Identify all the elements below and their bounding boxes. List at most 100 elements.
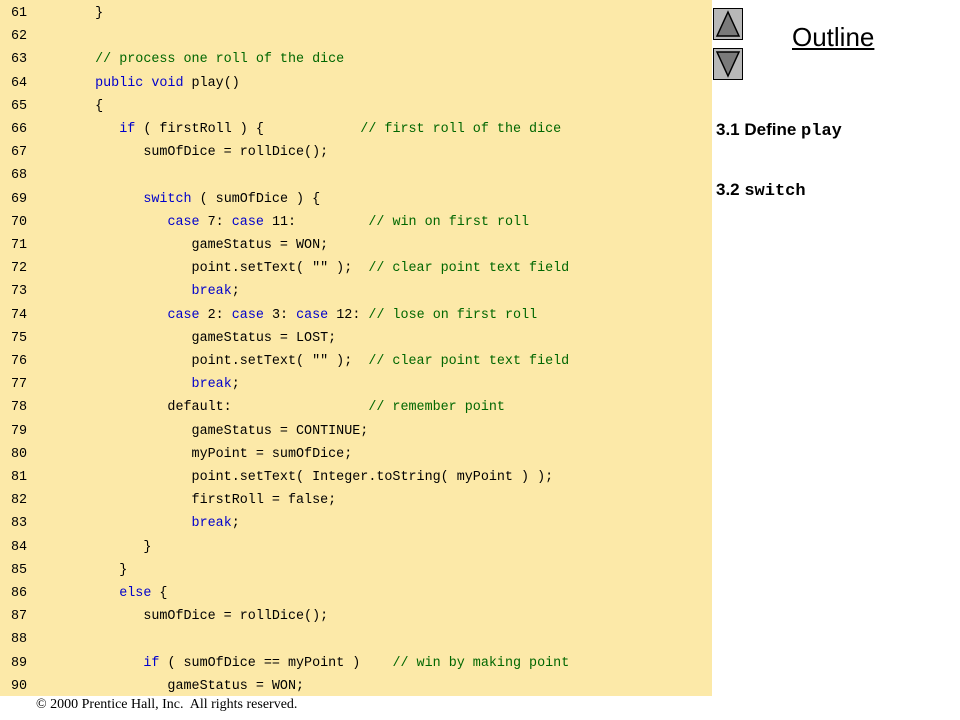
code-comment: // first roll of the dice [360,122,562,137]
code-line: 62 [0,25,712,48]
code-comment: // clear point text field [368,261,570,277]
code-text: if ( firstRoll ) { // first roll of the … [71,118,561,141]
code-keyword: switch [143,191,192,207]
code-line: 90 gameStatus = WON; [0,675,712,698]
code-keyword: break [191,284,232,300]
outline-item-prefix: 3.1 Define [716,120,802,139]
code-text: case 2: case 3: case 12: // lose on firs… [71,304,537,327]
code-line: 87 sumOfDice = rollDice(); [0,605,712,628]
code-token [71,377,192,392]
code-token [71,516,192,531]
code-token: 3: [263,307,297,323]
code-line: 78 default: // remember point [0,396,712,419]
line-number: 83 [11,516,28,532]
code-text: point.setText( Integer.toString( myPoint… [71,466,554,489]
line-number: 84 [11,539,28,555]
code-comment: // remember point [368,400,505,416]
code-keyword: break [191,516,232,532]
code-text: } [71,2,103,25]
code-line: 69 switch ( sumOfDice ) { [0,188,712,211]
line-number: 62 [11,29,28,45]
line-number: 80 [11,446,28,462]
code-token: ; [231,516,240,532]
code-comment: // win on first roll [368,214,530,230]
code-token: gameStatus = WON; [71,678,305,694]
code-token: play() [183,75,240,91]
code-comment: // clear point text field [368,354,570,369]
code-text: } [71,559,127,582]
code-line: 66 if ( firstRoll ) { // first roll of t… [0,118,712,141]
code-keyword: case [231,307,264,323]
previous-slide-button[interactable] [713,8,743,40]
outline-title[interactable]: Outline [792,22,875,52]
outline-item-prefix: 3.2 [716,180,745,199]
code-text: if ( sumOfDice == myPoint ) // win by ma… [71,652,569,675]
code-token: { [71,98,104,114]
line-number: 90 [11,678,28,694]
line-number: 78 [11,400,28,416]
code-line: 76 point.setText( "" ); // clear point t… [0,350,712,373]
code-token: point.setText( Integer.toString( myPoint… [71,470,554,485]
code-comment: // win by making point [392,655,570,671]
line-number: 85 [11,562,28,578]
code-token: ( sumOfDice == myPoint ) [159,655,393,671]
line-number: 76 [11,354,28,369]
code-line: 77 break; [0,373,712,396]
code-token: sumOfDice = rollDice(); [71,145,329,161]
code-line: 84 } [0,536,712,559]
code-comment: // lose on first roll [368,307,538,323]
code-token: point.setText( "" ); [71,354,369,369]
next-slide-button[interactable] [713,48,743,80]
code-token: default: [71,400,369,416]
code-text: gameStatus = LOST; [71,327,337,350]
code-keyword: else [119,586,152,601]
code-text: myPoint = sumOfDice; [71,443,353,466]
code-line: 64 public void play() [0,72,712,95]
code-token: firstRoll = false; [71,493,337,509]
code-line: 81 point.setText( Integer.toString( myPo… [0,466,712,489]
outline-item-define-play: 3.1 Define play [716,120,842,141]
code-line: 68 [0,164,712,187]
code-token [71,586,119,601]
code-keyword: case [167,307,200,323]
code-token: sumOfDice = rollDice(); [71,609,329,625]
code-token: ( firstRoll ) { [135,122,361,137]
code-token: { [151,586,168,601]
triangle-up-icon [715,10,741,37]
code-text: point.setText( "" ); // clear point text… [71,257,570,280]
line-number: 81 [11,470,28,485]
code-token: ; [231,377,240,393]
line-number: 68 [11,168,28,184]
line-number: 89 [11,655,28,671]
code-token: point.setText( "" ); [71,261,369,277]
code-line: 79 gameStatus = CONTINUE; [0,420,712,443]
code-line: 83 break; [0,512,712,535]
line-number: 65 [11,98,28,114]
triangle-down-icon [715,51,741,78]
code-token: } [71,539,152,555]
code-token: } [71,562,128,578]
code-line: 88 [0,628,712,651]
code-line: 89 if ( sumOfDice == myPoint ) // win by… [0,652,712,675]
line-number: 82 [11,493,28,509]
code-token [71,122,119,137]
outline-item-switch: 3.2 switch [716,180,806,201]
code-token [71,76,95,91]
line-number: 63 [11,52,28,68]
code-token: gameStatus = WON; [71,238,329,253]
code-text: // process one roll of the dice [71,48,344,71]
code-token [71,284,192,299]
code-token [71,192,143,207]
line-number: 79 [11,423,28,439]
line-number: 72 [11,261,28,277]
code-token: 7: [199,214,232,230]
code-text: switch ( sumOfDice ) { [71,188,320,211]
code-token: 12: [328,307,369,323]
code-line: 61 } [0,2,712,25]
line-number: 64 [11,75,28,91]
outline-item-code: play [801,122,842,141]
line-number: 67 [11,145,28,161]
code-line: 75 gameStatus = LOST; [0,327,712,350]
code-text: else { [71,582,167,605]
code-comment: // process one roll of the dice [71,52,345,68]
